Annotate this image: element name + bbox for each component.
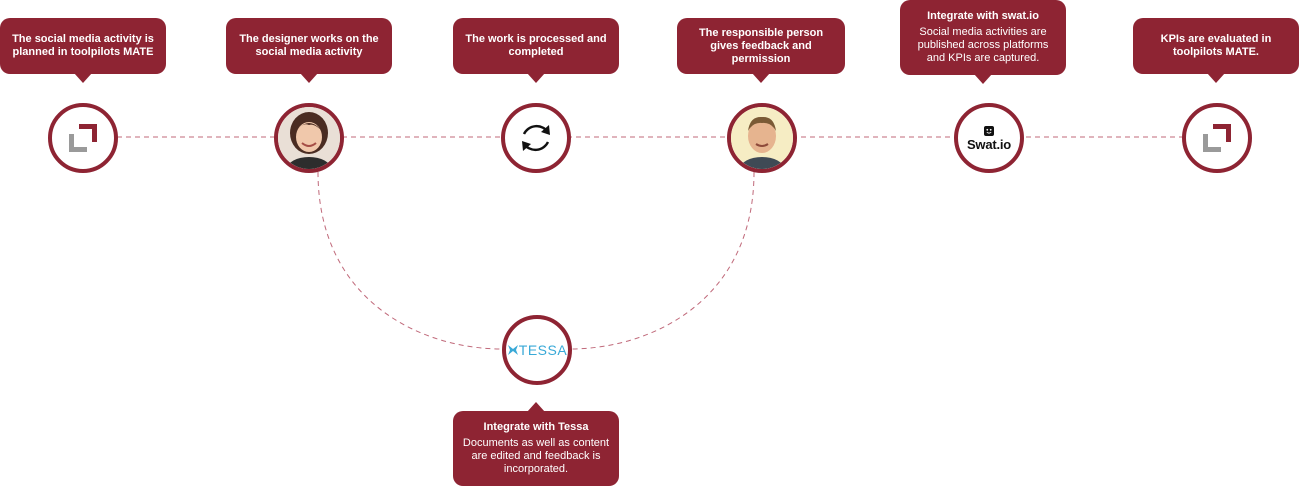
- branch-title: Integrate with Tessa: [483, 421, 589, 433]
- step-5-bubble: Integrate with swat.io Social media acti…: [900, 0, 1066, 84]
- branch-text: Documents as well as content are edited …: [462, 437, 610, 475]
- step-1-bubble: The social media activity is planned in …: [0, 18, 166, 83]
- tessa-mark-icon: [507, 345, 518, 355]
- connector-branch-arc-right: [569, 171, 755, 350]
- step-1-title: The social media activity is planned in …: [12, 33, 154, 58]
- step-2-title: The designer works on the social media a…: [239, 33, 379, 58]
- tessa-logo-text: TESSA: [518, 342, 568, 358]
- toolpilots-logo-icon: [1203, 124, 1231, 152]
- step-6-node: [1182, 103, 1252, 173]
- toolpilots-logo-icon: [69, 124, 97, 152]
- step-2-node: [274, 103, 344, 173]
- step-5-node: Swat.io: [954, 103, 1024, 173]
- swatio-mark-icon: [983, 125, 994, 136]
- branch-node: TESSA: [502, 315, 572, 385]
- step-4-bubble: The responsible person gives feedback an…: [677, 18, 845, 83]
- tessa-logo-icon: TESSA: [507, 342, 567, 358]
- step-4-node: [727, 103, 797, 173]
- swatio-logo-icon: Swat.io: [967, 125, 1011, 152]
- step-6-bubble: KPIs are evaluated in toolpilots MATE.: [1133, 18, 1299, 83]
- responsible-person-avatar: [731, 107, 793, 169]
- step-3-node: [501, 103, 571, 173]
- refresh-icon: [522, 124, 550, 152]
- designer-avatar: [278, 107, 340, 169]
- step-3-bubble: The work is processed and completed: [453, 18, 619, 83]
- step-3-title: The work is processed and completed: [465, 33, 607, 58]
- connector-branch-arc: [317, 171, 503, 350]
- step-1-node: [48, 103, 118, 173]
- step-2-bubble: The designer works on the social media a…: [226, 18, 392, 83]
- swatio-logo-text: Swat.io: [966, 136, 1012, 152]
- step-4-title: The responsible person gives feedback an…: [698, 26, 824, 65]
- branch-bubble: Integrate with Tessa Documents as well a…: [453, 402, 619, 486]
- step-5-title: Integrate with swat.io: [927, 10, 1039, 22]
- step-5-text: Social media activities are published ac…: [917, 26, 1049, 64]
- step-6-title: KPIs are evaluated in toolpilots MATE.: [1160, 33, 1272, 58]
